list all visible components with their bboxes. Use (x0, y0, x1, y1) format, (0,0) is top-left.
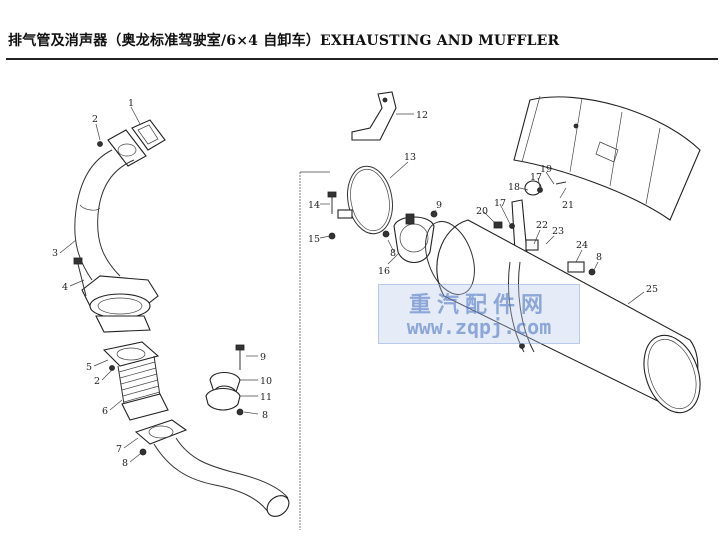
callout-6: 6 (102, 406, 108, 417)
callout-5: 5 (86, 362, 92, 373)
callout-14: 14 (308, 200, 320, 211)
callout-8-strap: 8 (390, 248, 396, 259)
strap-fasteners (327, 191, 337, 240)
watermark-cn-text: 重汽配件网 (408, 293, 549, 318)
callout-4: 4 (62, 282, 68, 293)
callout-23: 23 (552, 226, 564, 237)
callout-17-upper: 17 (530, 172, 542, 183)
callout-8-hanger: 8 (596, 252, 602, 263)
callout-9: 9 (260, 352, 266, 363)
callout-2-lower: 2 (94, 376, 100, 387)
watermark-url-text: www.zqpj.com (406, 315, 552, 339)
part-3-exhaust-pipe (74, 149, 135, 281)
part-13-strap (337, 165, 393, 235)
callout-22: 22 (536, 220, 548, 231)
clamp-set (205, 344, 245, 416)
callout-25: 25 (646, 284, 658, 295)
part-25-muffler (425, 219, 701, 414)
callout-9-strap: 9 (436, 200, 442, 211)
site-watermark: 重汽配件网 www.zqpj.com (378, 284, 580, 344)
leader-lines (59, 106, 645, 463)
callout-15: 15 (308, 234, 320, 245)
callout-12: 12 (416, 110, 428, 121)
callout-24: 24 (576, 240, 588, 251)
tailpipe (153, 437, 290, 517)
title-rule (6, 58, 718, 60)
pipe-lower-flange (81, 275, 159, 333)
callout-3: 3 (52, 248, 58, 259)
callout-17-lower: 17 (494, 198, 506, 209)
part-21-heat-shield (513, 95, 701, 221)
upper-flange (97, 129, 147, 167)
callout-8-clamp: 8 (262, 410, 268, 421)
callout-11: 11 (260, 392, 272, 403)
callout-labels: 1 2 3 4 5 2 6 7 8 9 10 11 8 12 13 14 15 … (52, 98, 658, 469)
part-12-bracket (351, 91, 397, 141)
callout-7: 7 (116, 444, 122, 455)
callout-19: 19 (540, 164, 552, 175)
part-16-clamp (382, 210, 438, 264)
part-1-gasket (131, 119, 166, 151)
page-title: 排气管及消声器（奥龙标准驾驶室/6×4 自卸车）EXHAUSTING AND M… (8, 33, 560, 49)
part-4-bolt (73, 257, 87, 297)
callout-20: 20 (476, 206, 488, 217)
callout-18: 18 (508, 182, 520, 193)
callout-10: 10 (260, 376, 272, 387)
callout-2: 2 (92, 114, 98, 125)
callout-8: 8 (122, 458, 128, 469)
callout-13: 13 (404, 152, 416, 163)
callout-16: 16 (378, 266, 390, 277)
callout-1: 1 (128, 98, 134, 109)
callout-21: 21 (562, 200, 574, 211)
part-6-flexible-bellows (102, 341, 169, 421)
part-7-lower-flange (134, 419, 188, 456)
